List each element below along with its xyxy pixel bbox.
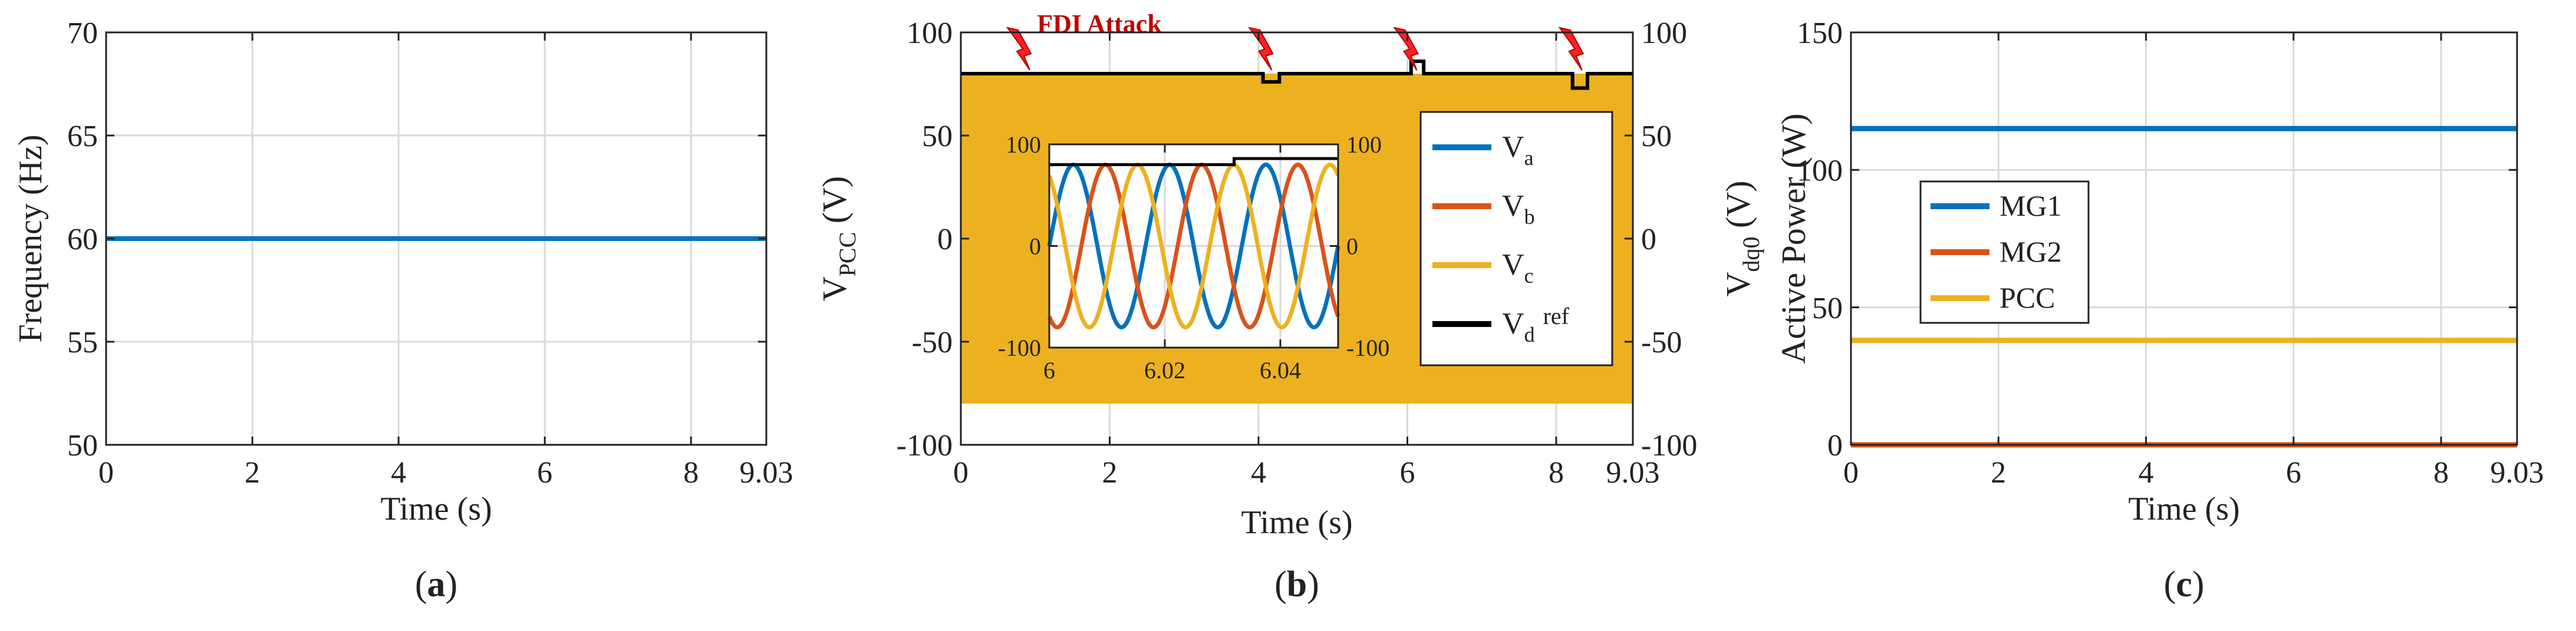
inset-xtick-label: 6.02 xyxy=(1144,357,1185,384)
panel-c-xtick-label: 9.03 xyxy=(2491,456,2544,490)
inset-ytick-label: 100 xyxy=(1006,131,1041,158)
inset-xtick-label: 6 xyxy=(1043,357,1055,384)
lightning-bolt-icon xyxy=(1006,27,1032,71)
panel-b-ytick-label: 0 xyxy=(937,223,953,256)
panel-b-vd-ref-line xyxy=(961,60,1633,90)
legend-c-label-mg1: MG1 xyxy=(1999,189,2062,222)
legend-b-label-vc: Vc xyxy=(1502,248,1534,288)
panel-b-attack-markers xyxy=(1006,27,1585,71)
panel-c-ytick-label: 100 xyxy=(1797,154,1843,188)
legend-b-label-va: Va xyxy=(1502,130,1534,170)
panel-b-ytick-label-right: 0 xyxy=(1641,223,1656,256)
panel-c-ticks: 0 2 4 6 8 9.03 0 50 100 150 xyxy=(1797,16,2544,490)
lightning-bolt-icon xyxy=(1248,27,1274,71)
panel-b-ylabel-left: VPCC (V) xyxy=(815,176,861,302)
legend-c-label-pcc: PCC xyxy=(1999,281,2055,314)
panel-a-xtick-label: 8 xyxy=(683,456,699,490)
panel-a-xtick-label: 6 xyxy=(537,456,552,490)
inset-ytick-label-right: 100 xyxy=(1346,131,1382,158)
inset-xtick-label: 6.04 xyxy=(1260,357,1301,384)
panel-a-caption: (a) xyxy=(415,564,457,604)
panel-b-ytick-label-right: -100 xyxy=(1641,429,1697,462)
panel-b-ytick-label-right: -50 xyxy=(1641,326,1682,359)
panel-c-xlabel: Time (s) xyxy=(2128,491,2239,527)
panel-b-ytick-label-right: 100 xyxy=(1641,16,1687,50)
panel-a-xtick-label: 2 xyxy=(245,456,260,490)
panel-c-axes-box xyxy=(1850,31,2518,446)
panel-a-ytick-label: 70 xyxy=(67,16,98,50)
panel-a-ylabel: Frequency (Hz) xyxy=(12,135,49,343)
panel-c-ylabel: Active Power (W) xyxy=(1774,113,1813,364)
panel-a-xtick-label: 0 xyxy=(98,456,114,490)
panel-c-xtick-label: 2 xyxy=(1991,456,2006,490)
panel-a-xlabel: Time (s) xyxy=(380,491,492,527)
fdi-attack-label: FDI Attack xyxy=(1037,9,1162,38)
panel-a-ytick-label: 60 xyxy=(67,223,98,256)
lightning-bolt-icon xyxy=(1558,27,1585,71)
panel-b-xtick-label: 6 xyxy=(1399,456,1415,490)
inset-vd-ref-line xyxy=(1049,157,1338,166)
inset-wave-vb xyxy=(1047,162,1340,330)
panel-c-ytick-label: 0 xyxy=(1827,429,1843,462)
panel-c-xtick-label: 0 xyxy=(1843,456,1859,490)
panel-c-xtick-label: 4 xyxy=(2139,456,2154,490)
inset-ticks: 6 6.02 6.04 -100 -100 0 0 100 100 xyxy=(998,131,1390,384)
legend-c-label-mg2: MG2 xyxy=(1999,235,2062,268)
panel-b-ytick-label-right: 50 xyxy=(1641,120,1672,153)
panel-b-ylabel-right: Vdq0 (V) xyxy=(1719,181,1764,297)
panel-a-ytick-label: 65 xyxy=(67,120,98,153)
legend-b-label-vb: Vb xyxy=(1502,189,1535,229)
panel-b-xlabel: Time (s) xyxy=(1241,504,1352,541)
panel-b-ytick-label: -50 xyxy=(912,326,953,359)
panel-c-caption: (c) xyxy=(2164,564,2205,604)
panel-a-xtick-label: 9.03 xyxy=(740,456,793,490)
inset-wave-vc xyxy=(1047,162,1340,330)
inset-ytick-label-right: 0 xyxy=(1346,233,1358,260)
inset-wave-va xyxy=(1047,162,1340,330)
panel-a-ytick-label: 50 xyxy=(67,429,98,462)
panel-b-legend: Va Vb Vc Vdref xyxy=(1419,111,1613,366)
inset-ytick-label: -100 xyxy=(998,335,1041,361)
panel-a-ytick-label: 55 xyxy=(67,326,98,359)
panel-b-ytick-label: -100 xyxy=(897,429,953,462)
panel-c-legend: MG1 MG2 PCC xyxy=(1919,180,2090,324)
panel-b-xtick-label: 2 xyxy=(1102,456,1117,490)
panel-b-xtick-label: 4 xyxy=(1251,456,1266,490)
panel-c-xtick-label: 6 xyxy=(2286,456,2301,490)
panel-c-xtick-label: 8 xyxy=(2433,456,2449,490)
panel-a-xtick-label: 4 xyxy=(391,456,406,490)
panel-b-xtick-label: 9.03 xyxy=(1606,456,1660,490)
inset-ytick-label: 0 xyxy=(1029,233,1041,260)
panel-c-ytick-label: 150 xyxy=(1797,16,1843,50)
panel-b-caption: (b) xyxy=(1274,564,1319,604)
panel-b-ytick-label: 50 xyxy=(922,120,953,153)
panel-a-ticks: 0 2 4 6 8 9.03 50 55 60 65 70 xyxy=(67,16,793,490)
inset-series xyxy=(1047,162,1340,330)
panel-a: 0 2 4 6 8 9.03 50 55 60 65 70 Time (s) Frequency (… xyxy=(12,16,793,604)
panel-b-ytick-label: 100 xyxy=(907,16,953,50)
panel-c-ytick-label: 50 xyxy=(1812,292,1843,325)
legend-b-label-vdref: Vdref xyxy=(1502,303,1570,346)
panel-b-xtick-label: 8 xyxy=(1549,456,1564,490)
panel-b-inset: 6 6.02 6.04 -100 -100 0 0 100 100 xyxy=(998,131,1390,384)
panel-b-xtick-label: 0 xyxy=(953,456,969,490)
inset-ytick-label-right: -100 xyxy=(1346,335,1389,361)
